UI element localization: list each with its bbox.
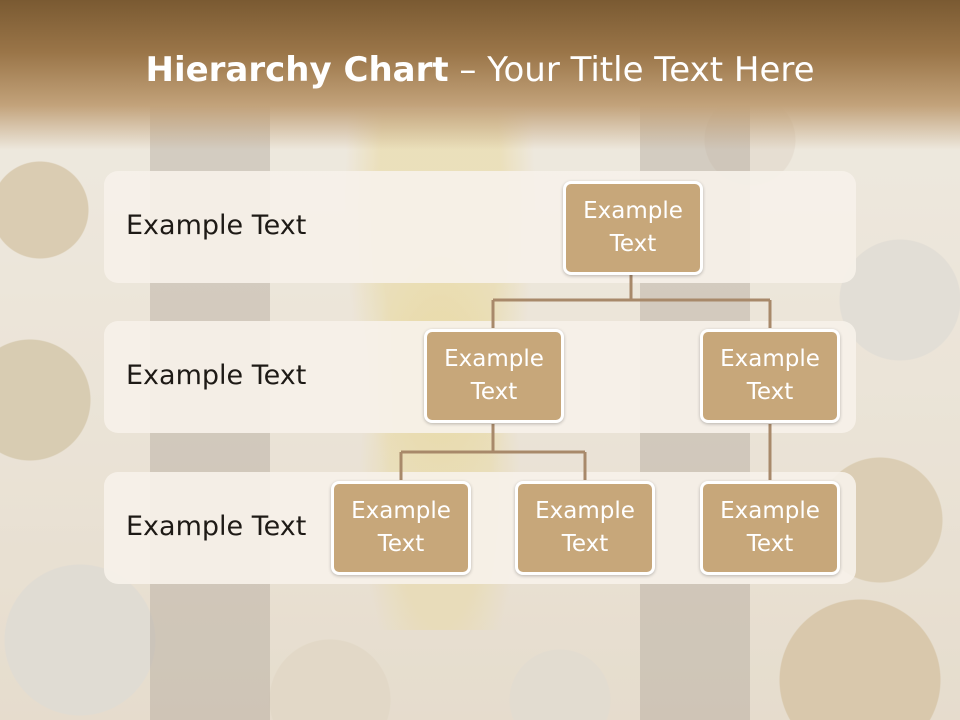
level-label-1: Example Text bbox=[126, 210, 307, 241]
node-root[interactable]: Example Text bbox=[563, 181, 703, 275]
node-level3-a[interactable]: Example Text bbox=[331, 481, 471, 575]
title-rest: – Your Title Text Here bbox=[448, 50, 815, 90]
node-level3-c-label: Example Text bbox=[720, 498, 820, 557]
node-level3-b-label: Example Text bbox=[535, 498, 635, 557]
node-root-label: Example Text bbox=[583, 198, 683, 257]
level-label-2: Example Text bbox=[126, 360, 307, 391]
node-level2-right[interactable]: Example Text bbox=[700, 329, 840, 423]
level-label-3: Example Text bbox=[126, 511, 307, 542]
node-level3-b[interactable]: Example Text bbox=[515, 481, 655, 575]
node-level3-c[interactable]: Example Text bbox=[700, 481, 840, 575]
node-level2-right-label: Example Text bbox=[720, 346, 820, 405]
slide-title: Hierarchy Chart – Your Title Text Here bbox=[0, 50, 960, 90]
node-level3-a-label: Example Text bbox=[351, 498, 451, 557]
title-band bbox=[0, 0, 960, 150]
level-band-1 bbox=[104, 171, 856, 283]
title-bold: Hierarchy Chart bbox=[145, 50, 449, 90]
node-level2-left-label: Example Text bbox=[444, 346, 544, 405]
node-level2-left[interactable]: Example Text bbox=[424, 329, 564, 423]
